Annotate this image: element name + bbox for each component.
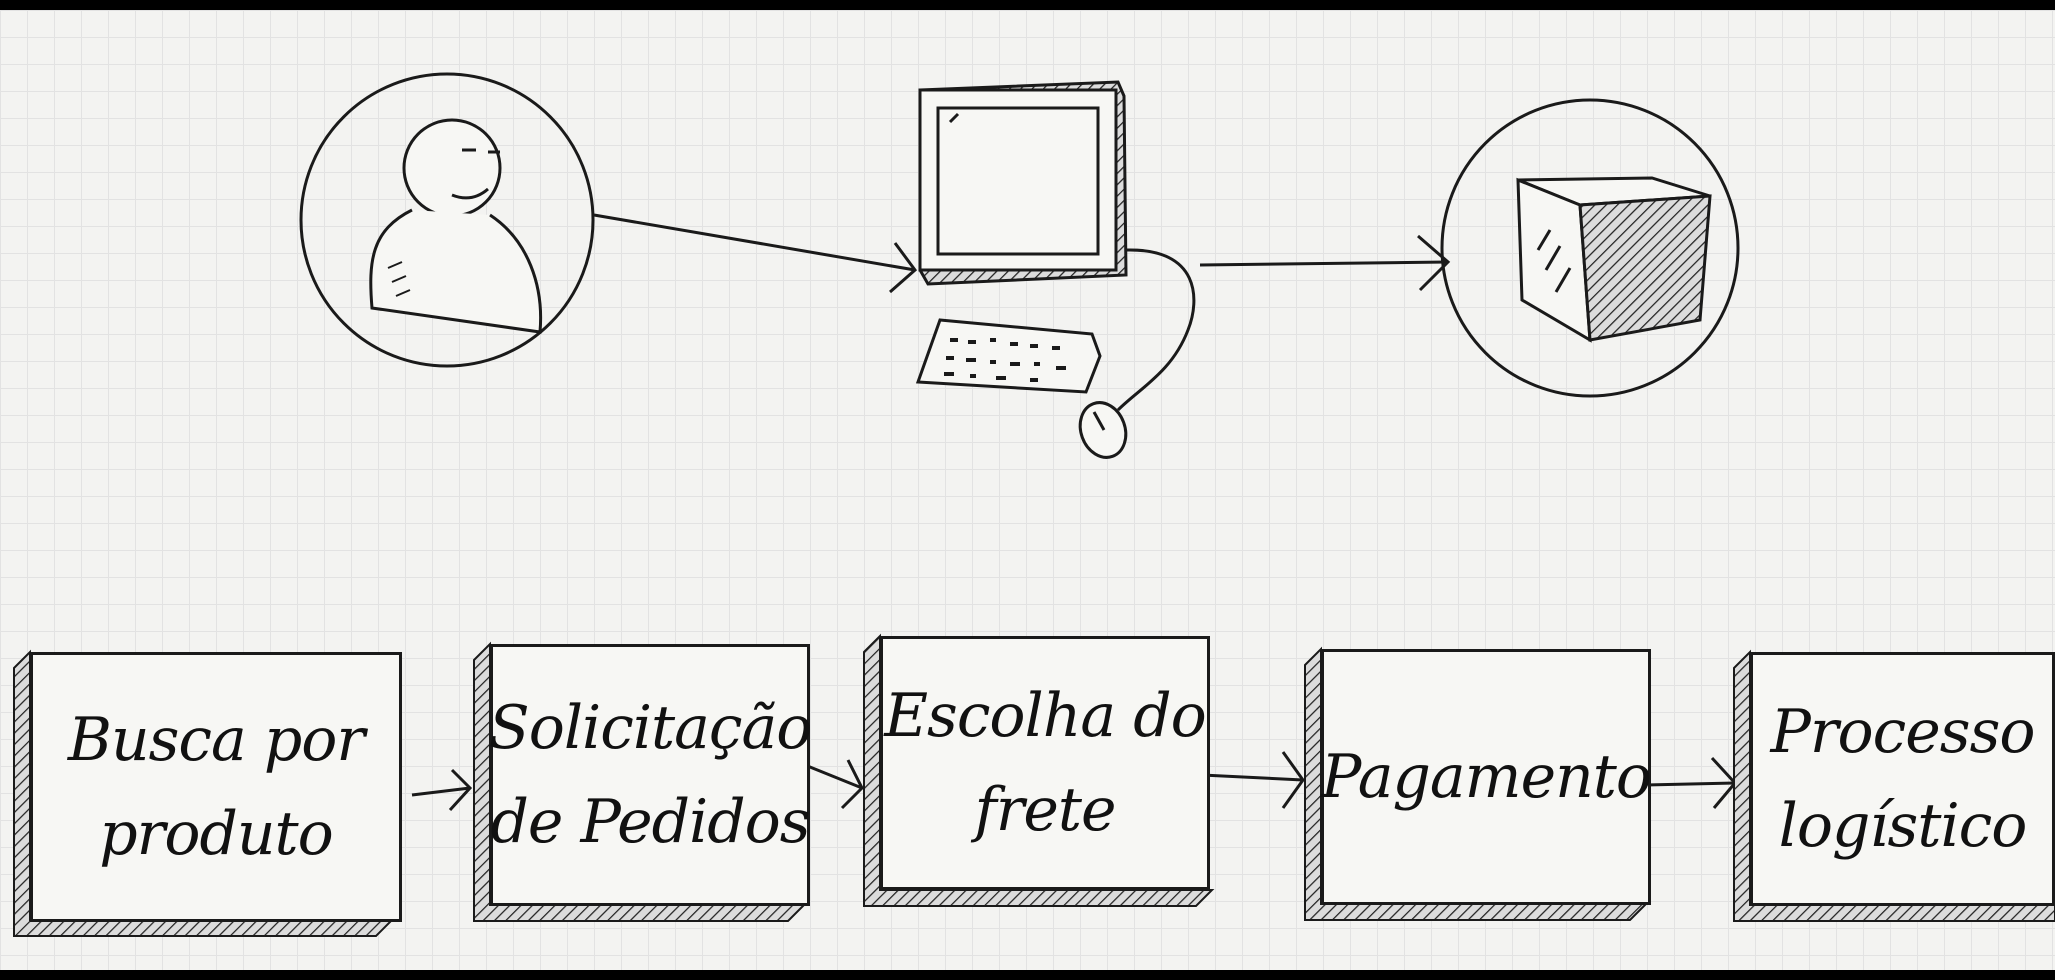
step-escolha-do-frete: Escolha do frete bbox=[880, 636, 1210, 890]
step-busca-por-produto: Busca por produto bbox=[30, 652, 402, 922]
step-label: Escolha do frete bbox=[884, 681, 1207, 845]
arrow-computer-to-package bbox=[1199, 234, 1451, 292]
step-label: Processo logístico bbox=[1770, 697, 2036, 861]
flow-arrows bbox=[411, 751, 1737, 812]
arrow-user-to-computer bbox=[593, 213, 918, 294]
step-label: Busca por produto bbox=[67, 705, 365, 869]
user-icon bbox=[299, 72, 595, 368]
step-label: Solicitação de Pedidos bbox=[488, 693, 813, 857]
step-solicitacao-de-pedidos: Solicitação de Pedidos bbox=[488, 644, 813, 906]
step-label: Pagamento bbox=[1321, 742, 1652, 812]
computer-icon bbox=[915, 80, 1196, 459]
step-processo-logistico: Processo logístico bbox=[1750, 652, 2055, 906]
package-box-icon bbox=[1440, 98, 1740, 398]
step-pagamento: Pagamento bbox=[1321, 649, 1652, 905]
